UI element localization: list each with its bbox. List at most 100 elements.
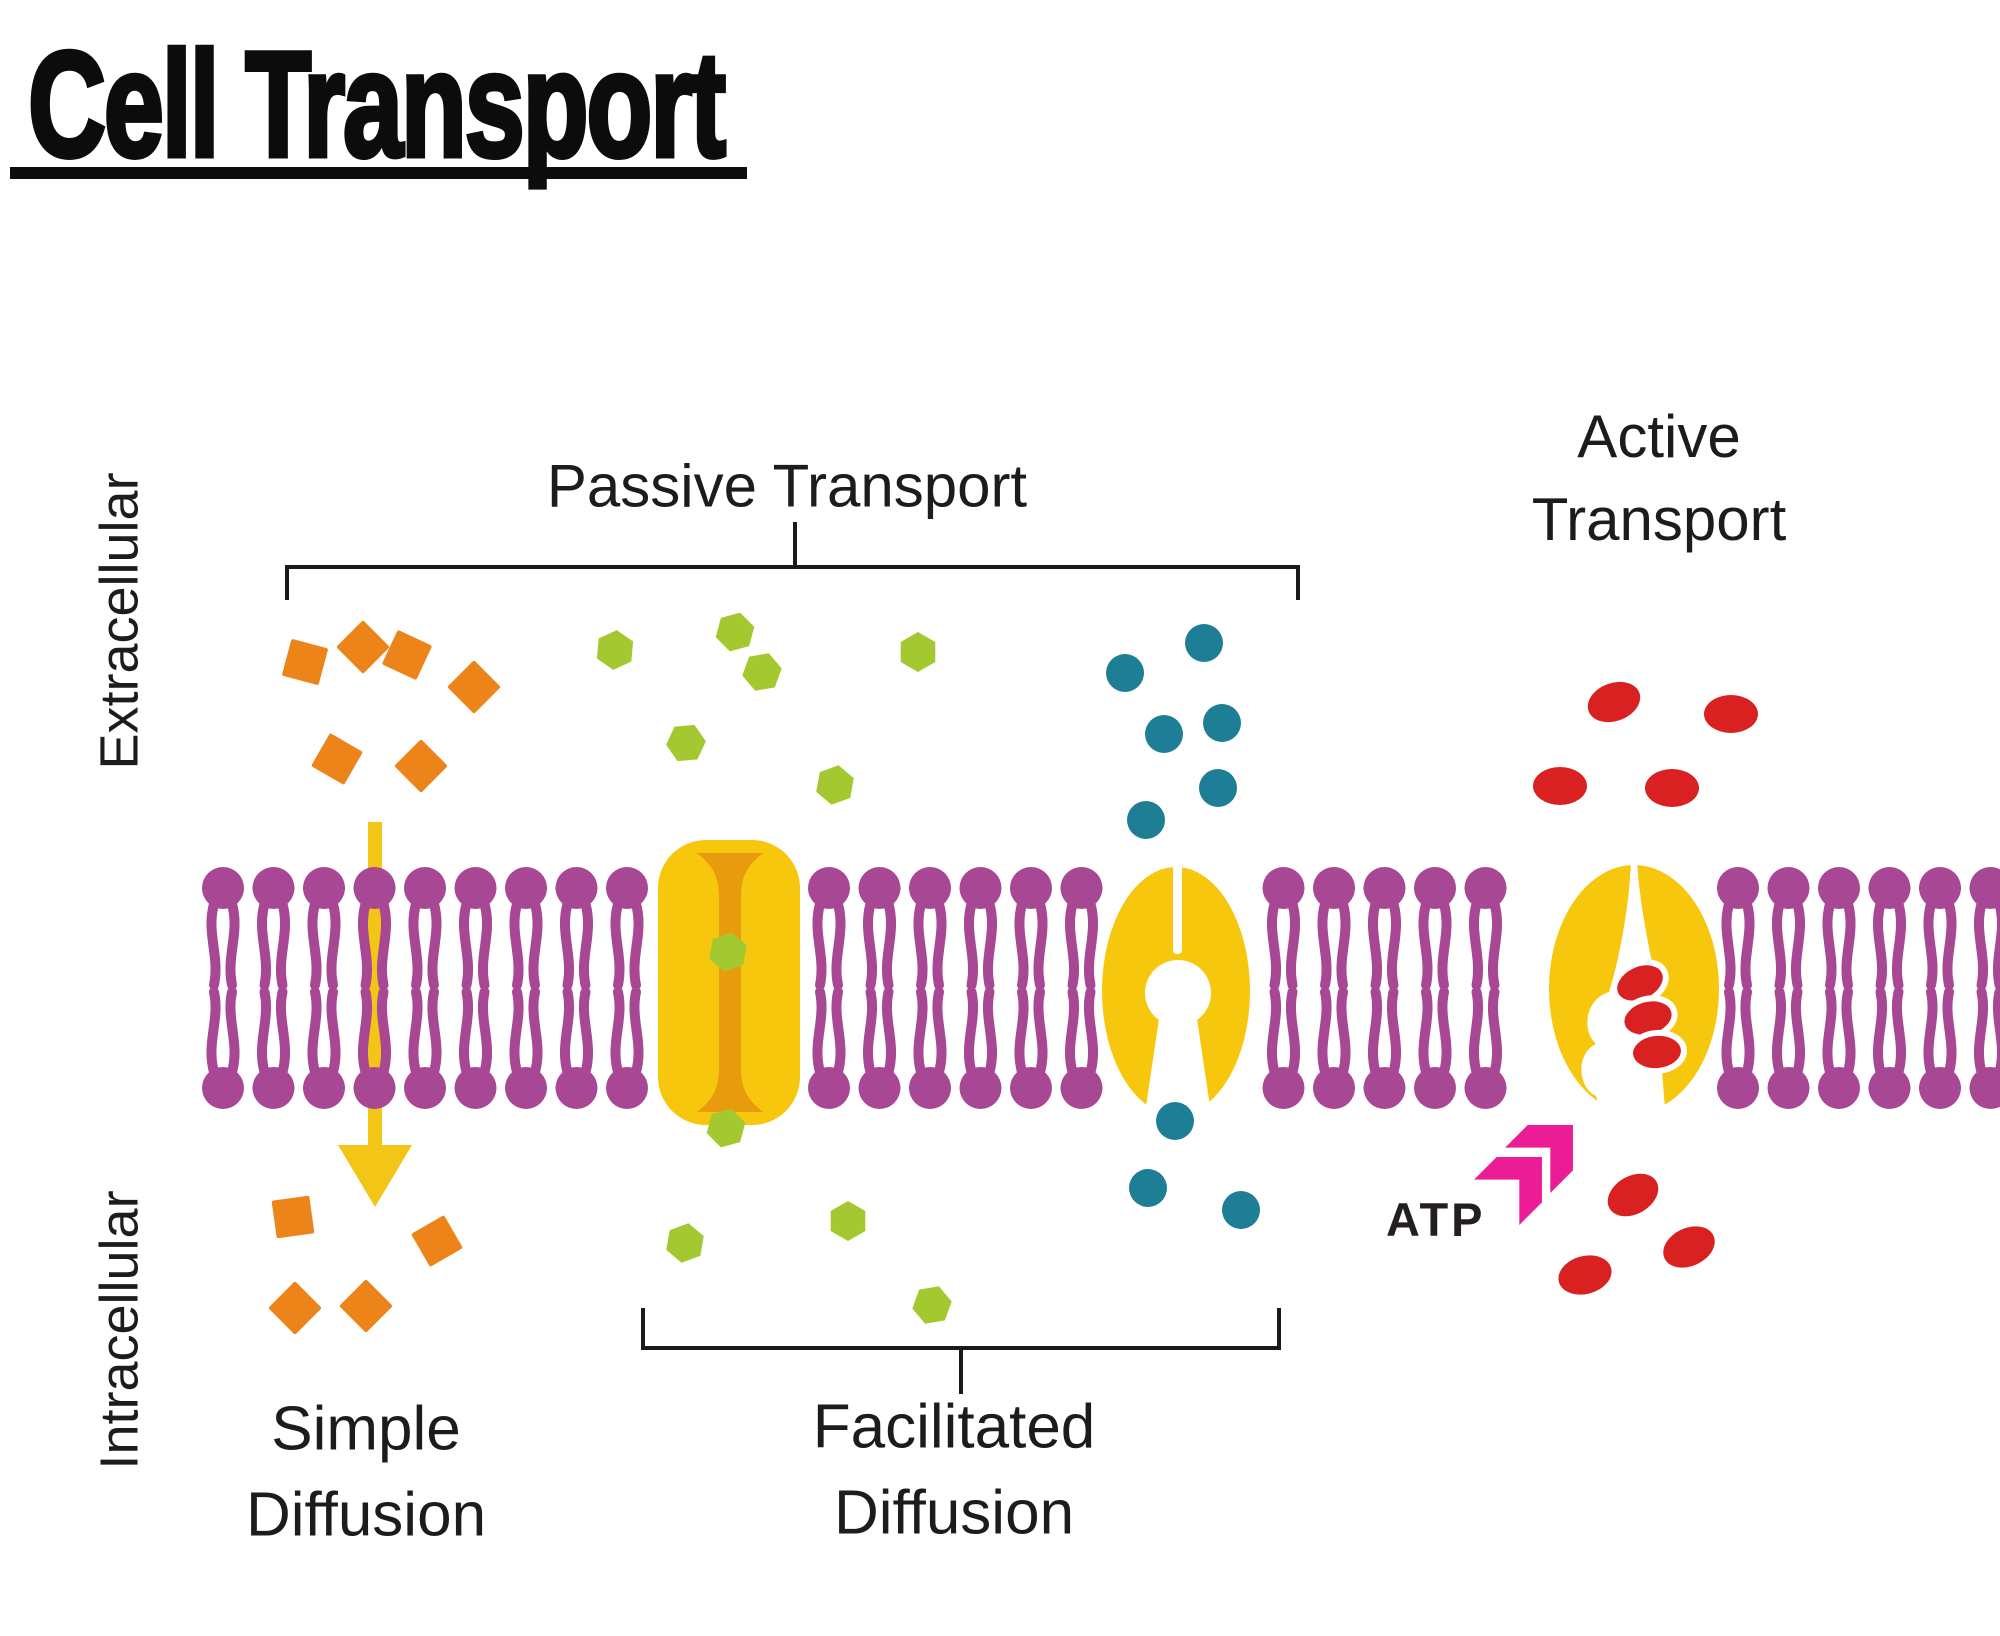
lipid-tail [1336, 987, 1351, 1077]
lipid-tail [578, 899, 593, 990]
lipid-tail [610, 987, 625, 1077]
brackets [285, 522, 1300, 1394]
lipid-head [404, 867, 446, 909]
lipid-head [303, 867, 345, 909]
lipid-tail [964, 987, 979, 1077]
lipid-tail [913, 987, 928, 1077]
lipid-tail [629, 899, 644, 990]
lipid-tail [477, 899, 492, 990]
lipid-tail [1841, 987, 1856, 1077]
green-hexagon-molecule [715, 612, 755, 652]
lipid-tail [1418, 987, 1433, 1077]
lipid-head [1919, 1067, 1961, 1109]
orange-diamond-molecule [336, 620, 390, 674]
lipid-head [505, 1067, 547, 1109]
lipid-head [1717, 1067, 1759, 1109]
active-transport-label: Active Transport [1531, 403, 1787, 553]
lipid-head [1969, 867, 2000, 909]
lipid-tail [307, 987, 322, 1077]
red-oval-molecule [1663, 1226, 1715, 1268]
green-hexagon-molecule [830, 1201, 866, 1241]
lipid-tail [1437, 899, 1452, 990]
lipid-tail [1033, 899, 1048, 990]
lipid-tail [477, 987, 492, 1077]
green-hexagon-molecule [816, 765, 854, 805]
green-hexagon-molecule [900, 632, 936, 672]
lipid-head [1767, 867, 1810, 909]
lipid-head [353, 1067, 396, 1109]
lipid-tail [1368, 987, 1383, 1077]
orange-diamond-molecule [411, 1215, 463, 1267]
title-underline [10, 167, 747, 179]
lipid-tail [376, 987, 391, 1077]
lipid-tail [1065, 899, 1080, 990]
lipid-tail [1790, 987, 1805, 1077]
red-oval-molecule [1587, 681, 1641, 723]
lipid-tail [560, 899, 575, 990]
lipid-tail [225, 899, 240, 990]
lipid-tail [913, 899, 928, 990]
lipid-head [606, 1067, 648, 1109]
lipid-tail [509, 899, 524, 990]
lipid-head [1818, 1067, 1860, 1109]
teal-circle-molecule [1199, 769, 1237, 807]
red-oval-molecule [1558, 1255, 1612, 1295]
lipid-head [1717, 867, 1759, 909]
green-hexagon-molecule [706, 1108, 746, 1148]
lipid-tail [358, 899, 373, 990]
extracellular-label: Extracellular [89, 472, 150, 770]
lipid-head [1313, 867, 1355, 909]
lipid-head [202, 867, 244, 909]
lipid-tail [812, 899, 827, 990]
carrier-protein-keyhole [1144, 1012, 1212, 1120]
lipid-tail [408, 987, 423, 1077]
lipid-tail [1336, 899, 1351, 990]
lipid-head [1767, 1067, 1810, 1109]
lipid-tail [982, 987, 997, 1077]
orange-diamond-molecule [447, 660, 501, 714]
lipid-head [959, 867, 1002, 909]
lipid-head [202, 1067, 244, 1109]
lipid-head [858, 1067, 901, 1109]
lipid-head [1414, 1067, 1456, 1109]
lipid-tail [1386, 899, 1401, 990]
lipid-tail [1469, 987, 1484, 1077]
lipid-head [1868, 867, 1911, 909]
lipid-tail [629, 987, 644, 1077]
green-hexagon-molecule [912, 1286, 952, 1324]
lipid-tail [1285, 987, 1300, 1077]
lipid-tail [1033, 987, 1048, 1077]
lipid-head [1818, 867, 1860, 909]
phospholipid-bilayer [202, 867, 2000, 1109]
lipid-tail [1014, 899, 1029, 990]
orange-diamond-molecule [339, 1279, 393, 1333]
orange-diamond-molecule [311, 733, 363, 785]
lipid-tail [275, 899, 290, 990]
lipid-tail [1822, 987, 1837, 1077]
lipid-head [353, 867, 396, 909]
lipid-tail [257, 899, 272, 990]
lipid-head [858, 867, 901, 909]
lipid-tail [560, 987, 575, 1077]
orange-diamond-molecule [282, 639, 328, 685]
lipid-tail [509, 987, 524, 1077]
lipid-head [555, 1067, 598, 1109]
lipid-tail [206, 899, 221, 990]
lipid-tail [1942, 987, 1957, 1077]
orange-diamond-molecule [271, 1195, 315, 1239]
lipid-head [454, 867, 497, 909]
lipid-head [1060, 867, 1103, 909]
lipid-tail [863, 987, 878, 1077]
lipid-tail [459, 899, 474, 990]
red-oval-molecule [1627, 1029, 1687, 1075]
lipid-tail [1841, 899, 1856, 990]
pump-protein [1549, 860, 1719, 1118]
atp-chevron-icon [1505, 1125, 1573, 1193]
lipid-head [606, 867, 648, 909]
green-hexagon-molecule [709, 932, 747, 972]
lipid-head [1060, 1067, 1103, 1109]
simple-diffusion-arrow [338, 822, 412, 1207]
lipid-tail [206, 987, 221, 1077]
lipid-tail [1437, 987, 1452, 1077]
lipid-tail [932, 987, 947, 1077]
